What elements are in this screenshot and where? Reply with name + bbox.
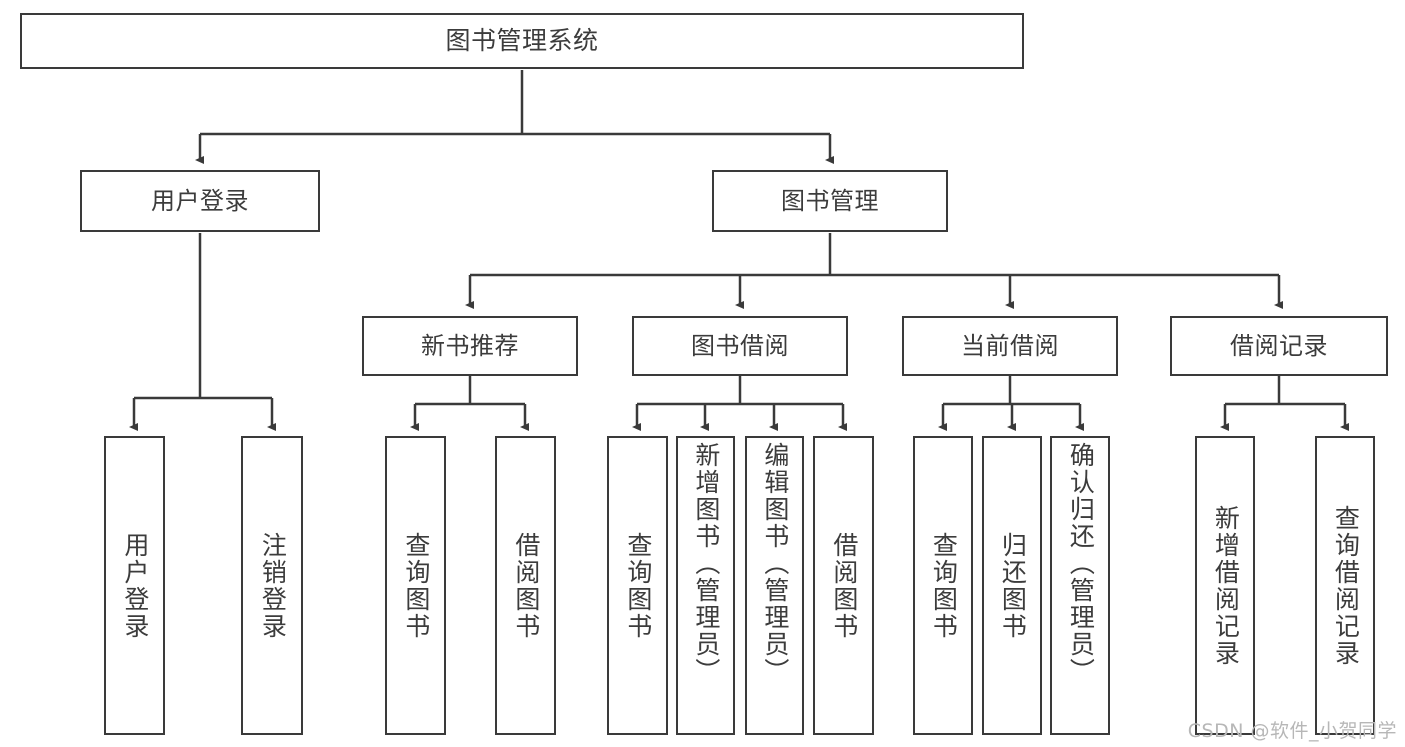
leaf-current-confirm-return[interactable]: 确认归还（管理员）	[1050, 436, 1110, 735]
node-label: 查询借阅记录	[1331, 504, 1361, 667]
leaf-user-login-login[interactable]: 用户登录	[104, 436, 165, 735]
node-root-system[interactable]: 图书管理系统	[20, 13, 1024, 69]
node-label: 图书管理系统	[445, 26, 599, 56]
node-label: 用户登录	[120, 531, 150, 640]
node-label: 借阅记录	[1230, 331, 1328, 360]
node-user-login[interactable]: 用户登录	[80, 170, 320, 232]
leaf-current-return-book[interactable]: 归还图书	[982, 436, 1042, 735]
node-label: 注销登录	[258, 531, 288, 640]
leaf-borrow-query-book[interactable]: 查询图书	[607, 436, 668, 735]
node-label: 当前借阅	[961, 331, 1059, 360]
node-label: 新书推荐	[421, 331, 519, 360]
node-label: 新增图书（管理员）	[691, 442, 721, 685]
node-book-management[interactable]: 图书管理	[712, 170, 948, 232]
leaf-borrow-add-book[interactable]: 新增图书（管理员）	[676, 436, 735, 735]
node-label: 查询图书	[401, 531, 431, 640]
node-label: 新增借阅记录	[1211, 504, 1241, 667]
node-label: 查询图书	[929, 531, 959, 640]
node-current-borrow[interactable]: 当前借阅	[902, 316, 1118, 376]
leaf-new-book-borrow[interactable]: 借阅图书	[495, 436, 556, 735]
node-label: 用户登录	[151, 186, 249, 215]
node-label: 确认归还（管理员）	[1066, 442, 1096, 685]
node-label: 借阅图书	[829, 531, 859, 640]
leaf-new-book-query[interactable]: 查询图书	[385, 436, 446, 735]
node-label: 图书管理	[781, 186, 879, 215]
node-book-borrow[interactable]: 图书借阅	[632, 316, 848, 376]
node-borrow-records[interactable]: 借阅记录	[1170, 316, 1388, 376]
leaf-borrow-borrow-book[interactable]: 借阅图书	[813, 436, 874, 735]
leaf-record-query[interactable]: 查询借阅记录	[1315, 436, 1375, 735]
node-label: 归还图书	[998, 531, 1028, 640]
csdn-watermark: CSDN @软件_小贺同学	[1187, 720, 1397, 742]
leaf-current-query-book[interactable]: 查询图书	[913, 436, 973, 735]
leaf-borrow-edit-book[interactable]: 编辑图书（管理员）	[745, 436, 804, 735]
node-label: 借阅图书	[511, 531, 541, 640]
leaf-record-add[interactable]: 新增借阅记录	[1195, 436, 1255, 735]
node-label: 查询图书	[623, 531, 653, 640]
node-label: 图书借阅	[691, 331, 789, 360]
node-new-book-recommend[interactable]: 新书推荐	[362, 316, 578, 376]
node-label: 编辑图书（管理员）	[760, 442, 790, 685]
leaf-user-login-logout[interactable]: 注销登录	[241, 436, 303, 735]
